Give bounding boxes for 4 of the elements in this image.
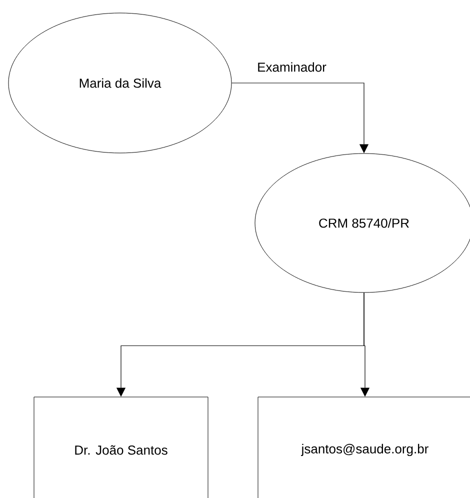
ellipse-node: Maria da Silva (8, 12, 232, 154)
text-box: jsantos@saude.org.br (258, 396, 470, 498)
text-box: Dr. João Santos (34, 396, 208, 498)
edge-label: Examinador (258, 62, 326, 72)
